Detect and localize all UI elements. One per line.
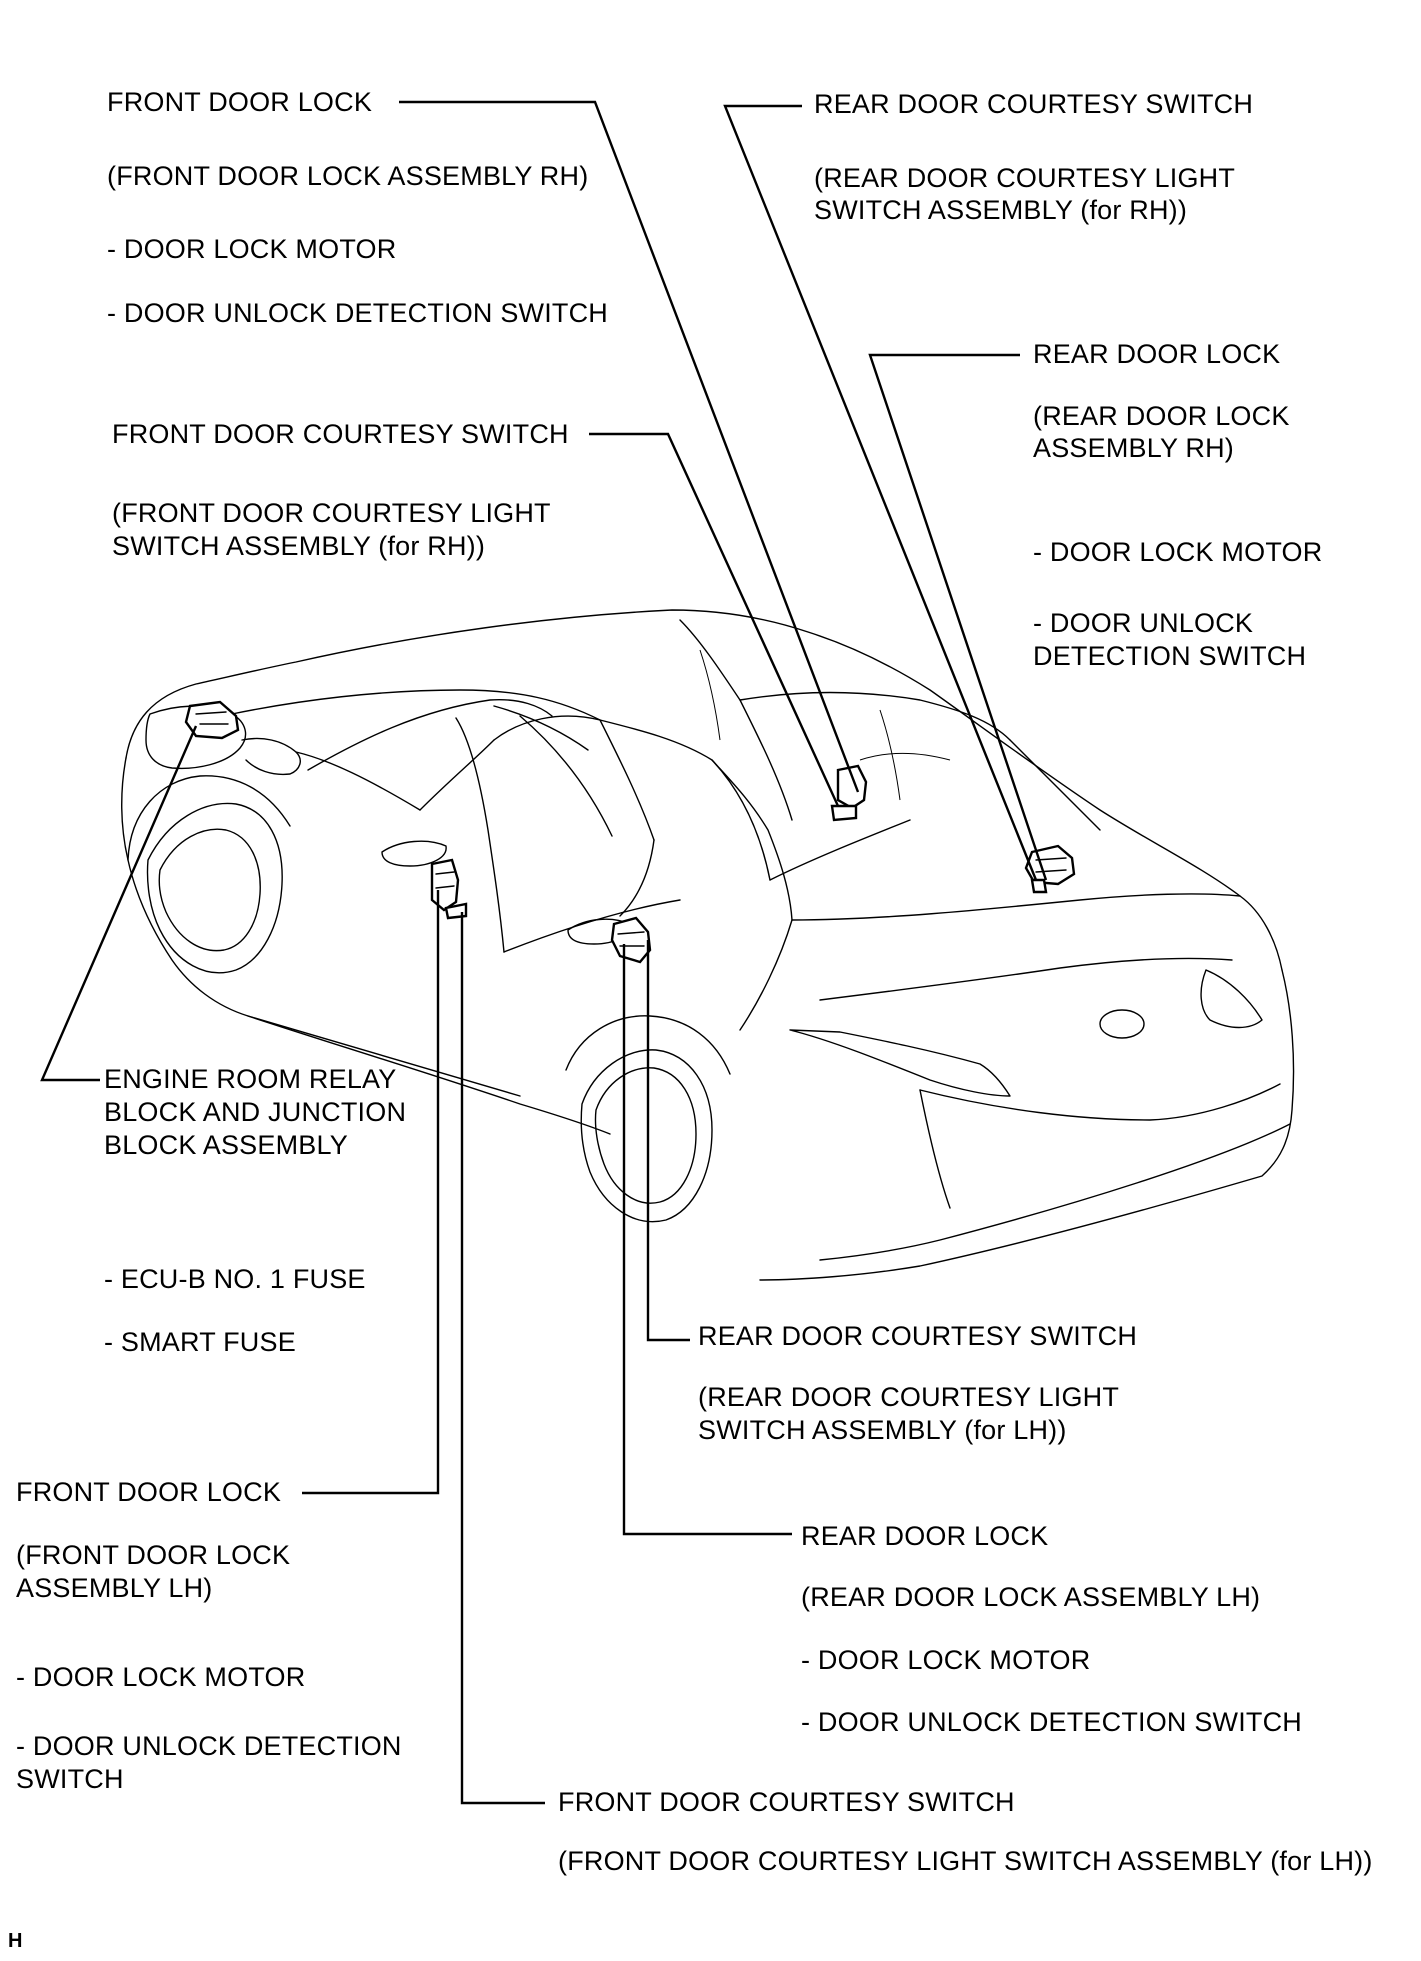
leader-front-door-lock-rh — [399, 100, 860, 793]
rear-door-lock-rh-item1: - DOOR LOCK MOTOR — [1033, 537, 1323, 567]
front-door-lock-lh-item2-1: - DOOR UNLOCK DETECTION — [16, 1731, 402, 1761]
front-door-lock-lh-detail-2: ASSEMBLY LH) — [16, 1573, 213, 1603]
rear-door-lock-rh-item2-1: - DOOR UNLOCK — [1033, 608, 1254, 638]
rear-door-courtesy-lh-detail-2: SWITCH ASSEMBLY (for LH)) — [698, 1415, 1067, 1445]
rear-door-lock-lh-part — [610, 916, 652, 964]
front-door-lock-rh-detail: (FRONT DOOR LOCK ASSEMBLY RH) — [107, 161, 589, 191]
rear-door-courtesy-lh-title: REAR DOOR COURTESY SWITCH — [698, 1321, 1138, 1351]
engine-room-relay-item2: - SMART FUSE — [104, 1327, 296, 1357]
leader-front-door-courtesy-rh — [589, 432, 840, 807]
leader-engine-room-relay — [40, 725, 198, 1082]
leader-rear-door-courtesy-rh — [723, 104, 1038, 881]
leader-rear-door-lock-rh — [868, 353, 1048, 881]
front-door-lock-lh-title: FRONT DOOR LOCK — [16, 1477, 282, 1507]
rear-door-lock-rh-detail-1: (REAR DOOR LOCK — [1033, 401, 1290, 431]
car-body — [121, 609, 1295, 1281]
rear-door-lock-rh-item2-2: DETECTION SWITCH — [1033, 641, 1307, 671]
leader-rear-door-courtesy-lh — [646, 940, 690, 1342]
rear-door-lock-lh-item2: - DOOR UNLOCK DETECTION SWITCH — [801, 1707, 1303, 1737]
leader-front-door-courtesy-lh — [460, 912, 545, 1805]
front-door-courtesy-rh-detail-2: SWITCH ASSEMBLY (for RH)) — [112, 531, 486, 561]
front-door-courtesy-rh-title: FRONT DOOR COURTESY SWITCH — [112, 419, 569, 449]
rear-door-courtesy-rh-detail-1: (REAR DOOR COURTESY LIGHT — [814, 163, 1236, 193]
front-door-courtesy-rh-part — [830, 764, 868, 822]
front-door-lock-lh-detail-1: (FRONT DOOR LOCK — [16, 1540, 291, 1570]
rear-door-courtesy-rh-title: REAR DOOR COURTESY SWITCH — [814, 89, 1254, 119]
rear-door-lock-lh-item1: - DOOR LOCK MOTOR — [801, 1645, 1091, 1675]
leader-rear-door-lock-lh — [622, 944, 792, 1536]
rear-door-courtesy-lh-detail-1: (REAR DOOR COURTESY LIGHT — [698, 1382, 1120, 1412]
front-door-courtesy-rh-detail-1: (FRONT DOOR COURTESY LIGHT — [112, 498, 551, 528]
front-door-lock-rh-title: FRONT DOOR LOCK — [107, 87, 373, 117]
engine-room-relay-title-2: BLOCK AND JUNCTION — [104, 1097, 407, 1127]
leader-lines — [40, 100, 1048, 1805]
front-door-lock-rh-item2: - DOOR UNLOCK DETECTION SWITCH — [107, 298, 609, 328]
front-door-lock-rh-item1: - DOOR LOCK MOTOR — [107, 234, 397, 264]
engine-room-relay-title-1: ENGINE ROOM RELAY — [104, 1064, 397, 1094]
rear-door-lock-rh-part — [1024, 844, 1076, 894]
rear-door-lock-lh-detail: (REAR DOOR LOCK ASSEMBLY LH) — [801, 1582, 1261, 1612]
figure-code: H — [8, 1930, 23, 1952]
front-door-lock-lh-item1: - DOOR LOCK MOTOR — [16, 1662, 306, 1692]
rear-door-lock-lh-title: REAR DOOR LOCK — [801, 1521, 1049, 1551]
leader-front-door-lock-lh — [302, 890, 440, 1495]
front-door-courtesy-lh-detail: (FRONT DOOR COURTESY LIGHT SWITCH ASSEMB… — [558, 1846, 1373, 1876]
rear-door-lock-rh-detail-2: ASSEMBLY RH) — [1033, 433, 1234, 463]
engine-room-relay-title-3: BLOCK ASSEMBLY — [104, 1130, 348, 1160]
rear-door-lock-rh-title: REAR DOOR LOCK — [1033, 339, 1281, 369]
front-door-courtesy-lh-title: FRONT DOOR COURTESY SWITCH — [558, 1787, 1015, 1817]
engine-room-relay-item1: - ECU-B NO. 1 FUSE — [104, 1264, 366, 1294]
engine-room-relay-block-part — [184, 700, 240, 740]
front-door-lock-lh-item2-2: SWITCH — [16, 1764, 124, 1794]
rear-door-courtesy-rh-detail-2: SWITCH ASSEMBLY (for RH)) — [814, 195, 1188, 225]
